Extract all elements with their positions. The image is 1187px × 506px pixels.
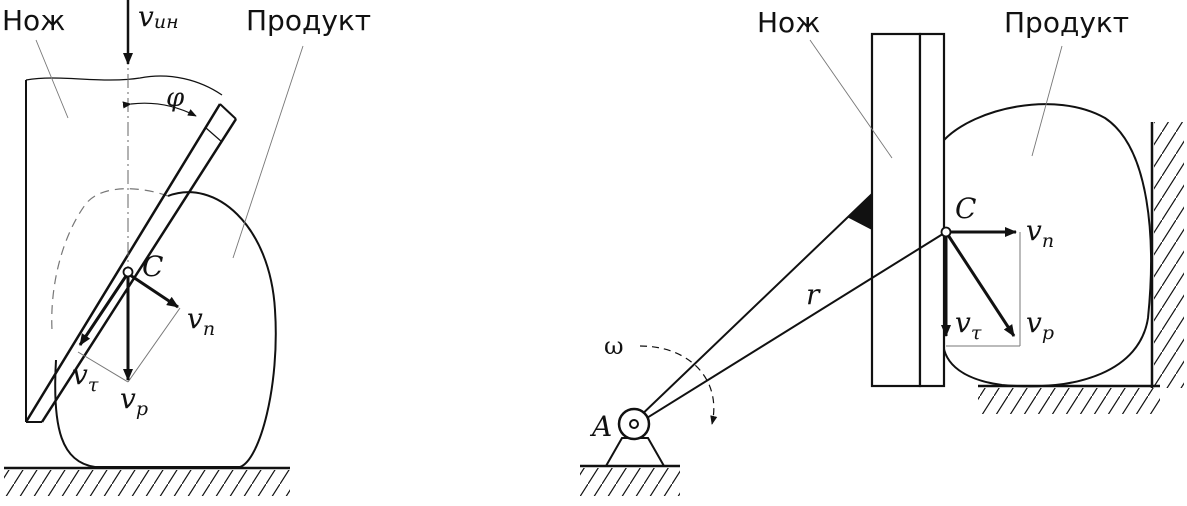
left-knife-label: Нож (2, 4, 65, 37)
right-v-tau-label: vτ (955, 306, 982, 344)
right-ground (978, 384, 1160, 414)
right-v-r-arrow (946, 234, 1016, 337)
left-product-outline (54, 191, 277, 468)
right-v-n-label: vn (1026, 214, 1054, 252)
right-support-a (580, 407, 680, 496)
right-c-label: C (955, 192, 976, 225)
right-a-label: A (589, 410, 612, 443)
right-product-leader (1031, 45, 1063, 157)
right-knife (870, 32, 946, 388)
right-joint-wedge (847, 194, 872, 230)
right-v-r-label: vр (1026, 306, 1054, 344)
left-v-n-label: vn (187, 302, 215, 340)
left-v-r-label: vр (120, 382, 148, 420)
right-point-c (940, 226, 952, 238)
left-product-label: Продукт (246, 4, 371, 37)
left-construction-line (127, 307, 181, 383)
left-phi-label: φ (166, 83, 185, 113)
left-knife (24, 75, 238, 423)
right-omega-label: ω (604, 332, 624, 360)
right-radius-line (633, 231, 947, 427)
left-v-n-arrow (129, 273, 179, 309)
right-radius-label: r (806, 278, 821, 311)
left-phi-arc (122, 101, 197, 117)
left-ground (4, 466, 290, 496)
left-diagram: Нож Продукт vин φ C vn vτ vр (2, 0, 371, 496)
left-v-in-label: vин (138, 0, 179, 33)
right-product-label: Продукт (1004, 6, 1129, 39)
left-product-leader (232, 45, 304, 259)
right-diagram: Нож Продукт C vn vτ vр r ω A (580, 6, 1184, 496)
left-v-tau-arrow (78, 275, 128, 346)
left-v-tau-label: vτ (72, 358, 99, 396)
left-knife-leader (35, 39, 69, 119)
right-wall (1150, 122, 1184, 388)
right-knife-leader (809, 39, 893, 159)
left-product-hidden-contour (51, 188, 169, 331)
left-c-label: C (142, 250, 163, 283)
right-knife-label: Нож (757, 6, 820, 39)
right-omega-arc (639, 345, 718, 425)
left-point-c (122, 266, 134, 278)
right-lever-arm (633, 193, 873, 423)
left-construction-line (77, 351, 129, 383)
